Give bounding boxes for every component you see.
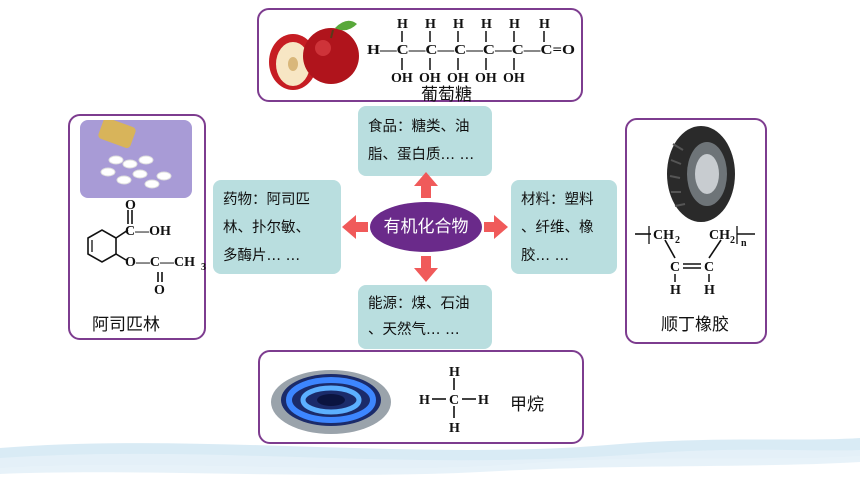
rubber-caption: 顺丁橡胶 [661, 315, 729, 335]
energy-line: 、天然气… … [368, 322, 460, 338]
glucose-oh: OH [419, 71, 441, 86]
glucose-h: H [481, 17, 492, 32]
aspirin-formula: O C—OH O—C—CH 3 O [87, 198, 206, 298]
aspirin-carboxyl: C—OH [125, 224, 171, 239]
materials-line: 材料：塑料 [521, 192, 594, 208]
rubber-ch2-right: CH [709, 228, 730, 243]
glucose-oh: OH [391, 71, 413, 86]
food-line: 脂、蛋白质… … [368, 147, 475, 163]
medicine-line: 药物：阿司匹 [223, 192, 310, 208]
decorative-wave [0, 438, 860, 475]
medicine-line: 多酶片… … [223, 248, 301, 264]
methane-h: H [449, 365, 460, 380]
rubber-c: C [670, 260, 680, 275]
glucose-oh: OH [475, 71, 497, 86]
materials-line: 、纤维、橡 [521, 220, 594, 236]
aspirin-caption: 阿司匹林 [92, 315, 160, 335]
aspirin-subscript: 3 [201, 262, 206, 273]
rubber-h: H [704, 283, 715, 296]
aspirin-o-top: O [125, 198, 136, 213]
glucose-h: H [539, 17, 550, 32]
methane-caption: 甲烷 [510, 395, 544, 415]
methane-c: C [449, 393, 459, 408]
glucose-main-chain: H—C—C—C—C—C—C=O [367, 43, 575, 58]
methane-h: H [478, 393, 489, 408]
medicine-box: 药物：阿司匹 林、扑尔敏、 多酶片… … [213, 180, 341, 274]
medicine-line: 林、扑尔敏、 [223, 220, 310, 236]
energy-line: 能源：煤、石油 [368, 296, 470, 312]
methane-h: H [449, 421, 460, 436]
glucose-caption: 葡萄糖 [421, 85, 472, 105]
rubber-h: H [670, 283, 681, 296]
materials-box: 材料：塑料 、纤维、橡 胶… … [511, 180, 617, 274]
glucose-formula: H H H H H H H—C—C—C—C—C—C=O OH OH OH OH … [367, 17, 575, 86]
food-line: 食品：糖类、油 [368, 119, 470, 135]
energy-box: 能源：煤、石油 、天然气… … [358, 285, 492, 349]
apple-image [269, 20, 359, 90]
aspirin-ester: O—C—CH [125, 255, 195, 270]
methane-panel: H H C H H 甲烷 [258, 350, 584, 444]
glucose-h: H [425, 17, 436, 32]
methane-formula: H H C H H [419, 365, 489, 436]
glucose-h: H [509, 17, 520, 32]
gas-burner-image [271, 370, 391, 434]
rubber-panel: CH 2 CH 2 n C C H H 顺丁橡胶 [625, 118, 767, 344]
arrow-right-icon [484, 215, 508, 239]
glucose-h: H [397, 17, 408, 32]
glucose-oh: OH [447, 71, 469, 86]
rubber-ch2-left: CH [653, 228, 674, 243]
arrow-left-icon [342, 215, 368, 239]
glucose-h: H [453, 17, 464, 32]
arrow-up-icon [414, 172, 438, 198]
rubber-n: n [741, 238, 747, 249]
rubber-sub: 2 [730, 235, 735, 246]
aspirin-panel: O C—OH O—C—CH 3 O 阿司匹林 [68, 114, 206, 340]
materials-line: 胶… … [521, 248, 570, 264]
pills-image [80, 120, 192, 198]
rubber-c: C [704, 260, 714, 275]
food-box: 食品：糖类、油 脂、蛋白质… … [358, 106, 492, 176]
arrow-down-icon [414, 256, 438, 282]
methane-h: H [419, 393, 430, 408]
tire-image [667, 126, 735, 222]
rubber-sub: 2 [675, 235, 680, 246]
organic-compounds-node: 有机化合物 [370, 202, 482, 252]
aspirin-o-bottom: O [154, 283, 165, 298]
glucose-panel: H H H H H H H—C—C—C—C—C—C=O OH OH OH OH … [257, 8, 583, 105]
rubber-formula: CH 2 CH 2 n C C H H [635, 226, 755, 296]
glucose-oh: OH [503, 71, 525, 86]
